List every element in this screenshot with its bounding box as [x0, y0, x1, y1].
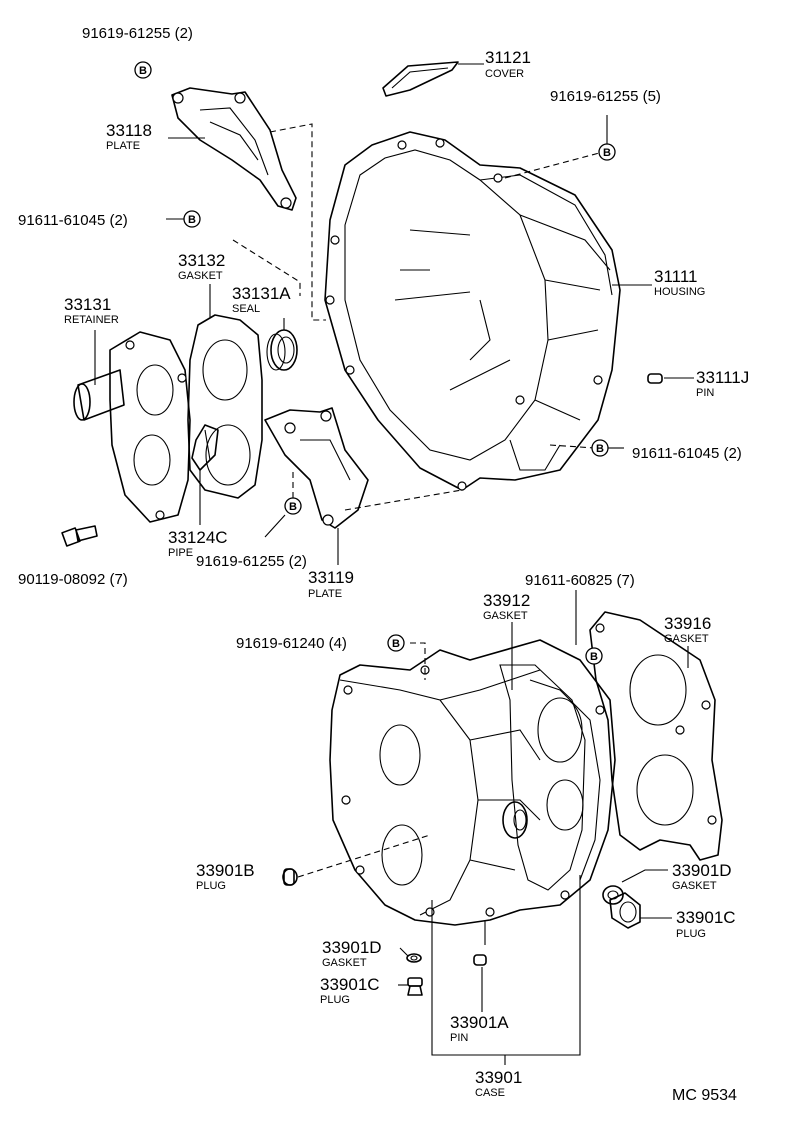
plug-33901C-right[interactable] [609, 892, 641, 929]
bolt-symbol-r8: B [387, 634, 405, 652]
gasket-33912[interactable] [499, 664, 586, 891]
ref-91611-60825: 91611-60825 (7) [525, 572, 635, 589]
bolt-symbol-r2: B [598, 143, 616, 161]
svg-text:33124C: 33124C [168, 528, 228, 547]
plug-33901B[interactable] [282, 868, 298, 886]
svg-text:33131A: 33131A [232, 284, 291, 303]
svg-text:33131: 33131 [64, 295, 111, 314]
svg-text:33111J: 33111J [696, 368, 749, 387]
label-33118: 33118 PLATE [106, 121, 152, 152]
bolt-symbol-r3: B [183, 210, 201, 228]
retainer-33131[interactable] [73, 331, 191, 523]
bolt-90119-08092[interactable] [61, 525, 98, 547]
svg-text:RETAINER: RETAINER [64, 314, 119, 326]
svg-text:PLUG: PLUG [676, 928, 706, 940]
cover-31121[interactable] [382, 61, 459, 97]
svg-text:33119: 33119 [308, 568, 354, 587]
plate-33119[interactable] [264, 407, 369, 529]
plate-33118[interactable] [171, 87, 297, 211]
label-33901C-right: 33901C PLUG [676, 908, 736, 940]
ref-91611-61045-right: 91611-61045 (2) [632, 445, 742, 462]
label-33901D-left: 33901D GASKET [322, 938, 382, 969]
bolt-symbol-r5: B [284, 497, 302, 515]
ref-91619-61240: 91619-61240 (4) [236, 635, 347, 652]
ref-91619-61255-top: 91619-61255 (2) [82, 25, 193, 42]
svg-text:B: B [603, 147, 611, 159]
ref-90119-08092: 90119-08092 (7) [18, 571, 128, 588]
label-33124C: 33124C PIPE [168, 528, 228, 559]
svg-text:GASKET: GASKET [672, 880, 717, 892]
label-33901A: 33901A PIN [450, 1013, 509, 1044]
svg-text:GASKET: GASKET [483, 610, 528, 622]
svg-text:B: B [139, 65, 147, 77]
bolt-symbol-r7: B [585, 647, 603, 665]
svg-text:GASKET: GASKET [322, 957, 367, 969]
label-33912: 33912 GASKET [483, 591, 530, 622]
svg-text:PLATE: PLATE [308, 588, 342, 600]
bolt-symbol-r1: B [134, 61, 152, 79]
pin-33111J[interactable] [647, 373, 663, 384]
seal-33131A[interactable] [266, 329, 298, 371]
svg-text:PLUG: PLUG [320, 994, 350, 1006]
label-33119: 33119 PLATE [308, 568, 354, 600]
label-33132: 33132 GASKET [178, 251, 225, 282]
label-33901D-right: 33901D GASKET [672, 861, 732, 892]
svg-text:PLUG: PLUG [196, 880, 226, 892]
label-31121: 31121 COVER [485, 48, 531, 80]
bolt-symbol-r4: B [591, 439, 609, 457]
gasket-33916[interactable] [589, 611, 723, 861]
svg-text:33118: 33118 [106, 121, 152, 140]
label-33111J: 33111J PIN [696, 368, 749, 399]
svg-text:33901: 33901 [475, 1068, 522, 1087]
housing-31111[interactable] [324, 131, 621, 491]
label-33916: 33916 GASKET [664, 614, 711, 645]
svg-text:GASKET: GASKET [178, 270, 223, 282]
svg-text:COVER: COVER [485, 68, 524, 80]
svg-text:CASE: CASE [475, 1087, 505, 1099]
svg-text:PIN: PIN [696, 387, 714, 399]
svg-text:33901C: 33901C [320, 975, 380, 994]
ref-91611-61045-left: 91611-61045 (2) [18, 212, 128, 229]
label-33901B: 33901B PLUG [196, 861, 255, 892]
svg-text:33901D: 33901D [672, 861, 732, 880]
svg-text:HOUSING: HOUSING [654, 286, 705, 298]
svg-text:PIPE: PIPE [168, 547, 193, 559]
label-31111: 31111 HOUSING [654, 267, 705, 298]
svg-text:B: B [392, 638, 400, 650]
gasket-33901D-left[interactable] [406, 953, 422, 963]
pin-33901A[interactable] [473, 954, 487, 966]
ref-91619-61255-bottom: 91619-61255 (2) [196, 553, 307, 570]
svg-text:B: B [596, 443, 604, 455]
svg-text:B: B [289, 501, 297, 513]
label-33131A: 33131A SEAL [232, 284, 291, 315]
label-33131: 33131 RETAINER [64, 295, 119, 326]
svg-text:33901C: 33901C [676, 908, 736, 927]
label-33901: 33901 CASE [475, 1068, 522, 1099]
svg-text:B: B [590, 651, 598, 663]
svg-text:33901B: 33901B [196, 861, 255, 880]
case-33901[interactable] [329, 639, 616, 926]
svg-text:33901D: 33901D [322, 938, 382, 957]
pipe-33124C[interactable] [191, 424, 219, 471]
svg-text:31121: 31121 [485, 48, 531, 67]
label-33901C-left: 33901C PLUG [320, 975, 380, 1006]
case-bracket [431, 875, 581, 1065]
ref-91619-61255-5: 91619-61255 (5) [550, 88, 661, 105]
svg-text:GASKET: GASKET [664, 633, 709, 645]
svg-text:33916: 33916 [664, 614, 711, 633]
svg-text:SEAL: SEAL [232, 303, 260, 315]
svg-text:PIN: PIN [450, 1032, 468, 1044]
diagram-code: MC 9534 [672, 1087, 737, 1104]
svg-text:PLATE: PLATE [106, 140, 140, 152]
plug-33901C-left[interactable] [407, 977, 423, 996]
svg-text:31111: 31111 [654, 267, 698, 286]
svg-text:33901A: 33901A [450, 1013, 509, 1032]
gasket-33132[interactable] [187, 314, 263, 499]
svg-text:33912: 33912 [483, 591, 530, 610]
svg-text:33132: 33132 [178, 251, 225, 270]
svg-text:B: B [188, 214, 196, 226]
